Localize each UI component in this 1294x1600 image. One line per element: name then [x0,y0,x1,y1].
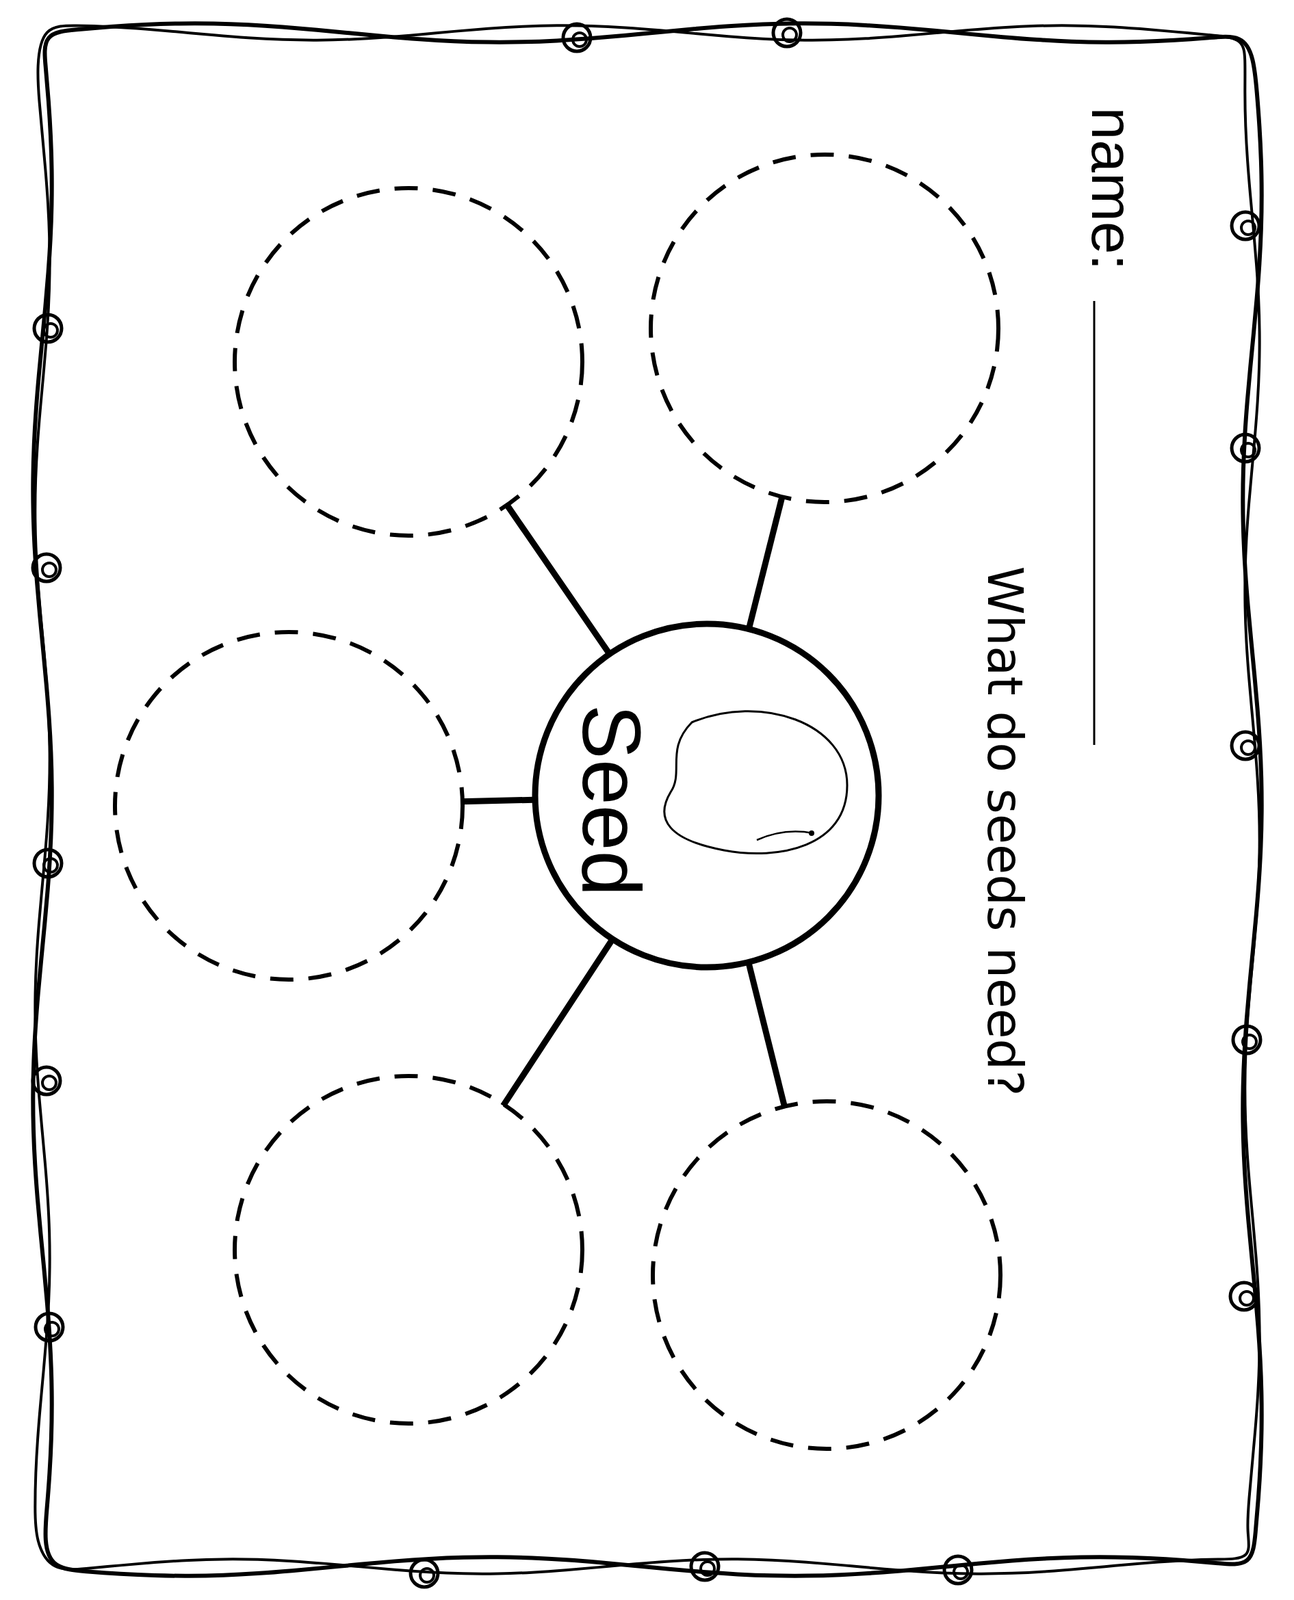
spoke-line [502,940,612,1106]
frame-curl [1233,1026,1261,1054]
frame-curl [34,849,62,878]
frame-curl [1231,434,1260,462]
frame-curl [1231,732,1260,760]
name-label: name: [1083,106,1143,271]
worksheet-title: What do seeds need? [980,565,1030,1097]
bean-hilum [756,832,813,841]
bean-dot [808,830,815,837]
seed-circle: Seed [531,619,883,972]
frame-curl [1231,212,1260,240]
answer-circle [652,1101,1001,1450]
answer-circle [650,154,999,503]
spoke-line [748,963,785,1108]
answer-circle [234,1076,583,1425]
wavy-frame [32,23,1262,1576]
frame-curl [35,1313,63,1342]
bean-drawing [664,711,848,854]
frame-curl [691,1553,719,1581]
frame-curl [1230,1283,1258,1311]
frame-curl [944,1556,972,1585]
answer-circle [234,188,583,536]
frame-curl [410,1560,438,1588]
spoke-line [506,504,610,654]
node-label: Seed [570,704,653,897]
frame-curl [773,19,801,47]
spoke-line [461,799,534,802]
answer-circle [114,632,463,980]
spoke-line [749,495,783,628]
name-underline [1093,301,1096,746]
frame-curl [32,554,61,582]
frame-curl [34,314,62,343]
frame-curl [32,1067,61,1095]
frame-curl [563,23,591,52]
wavy-frame [34,25,1260,1574]
